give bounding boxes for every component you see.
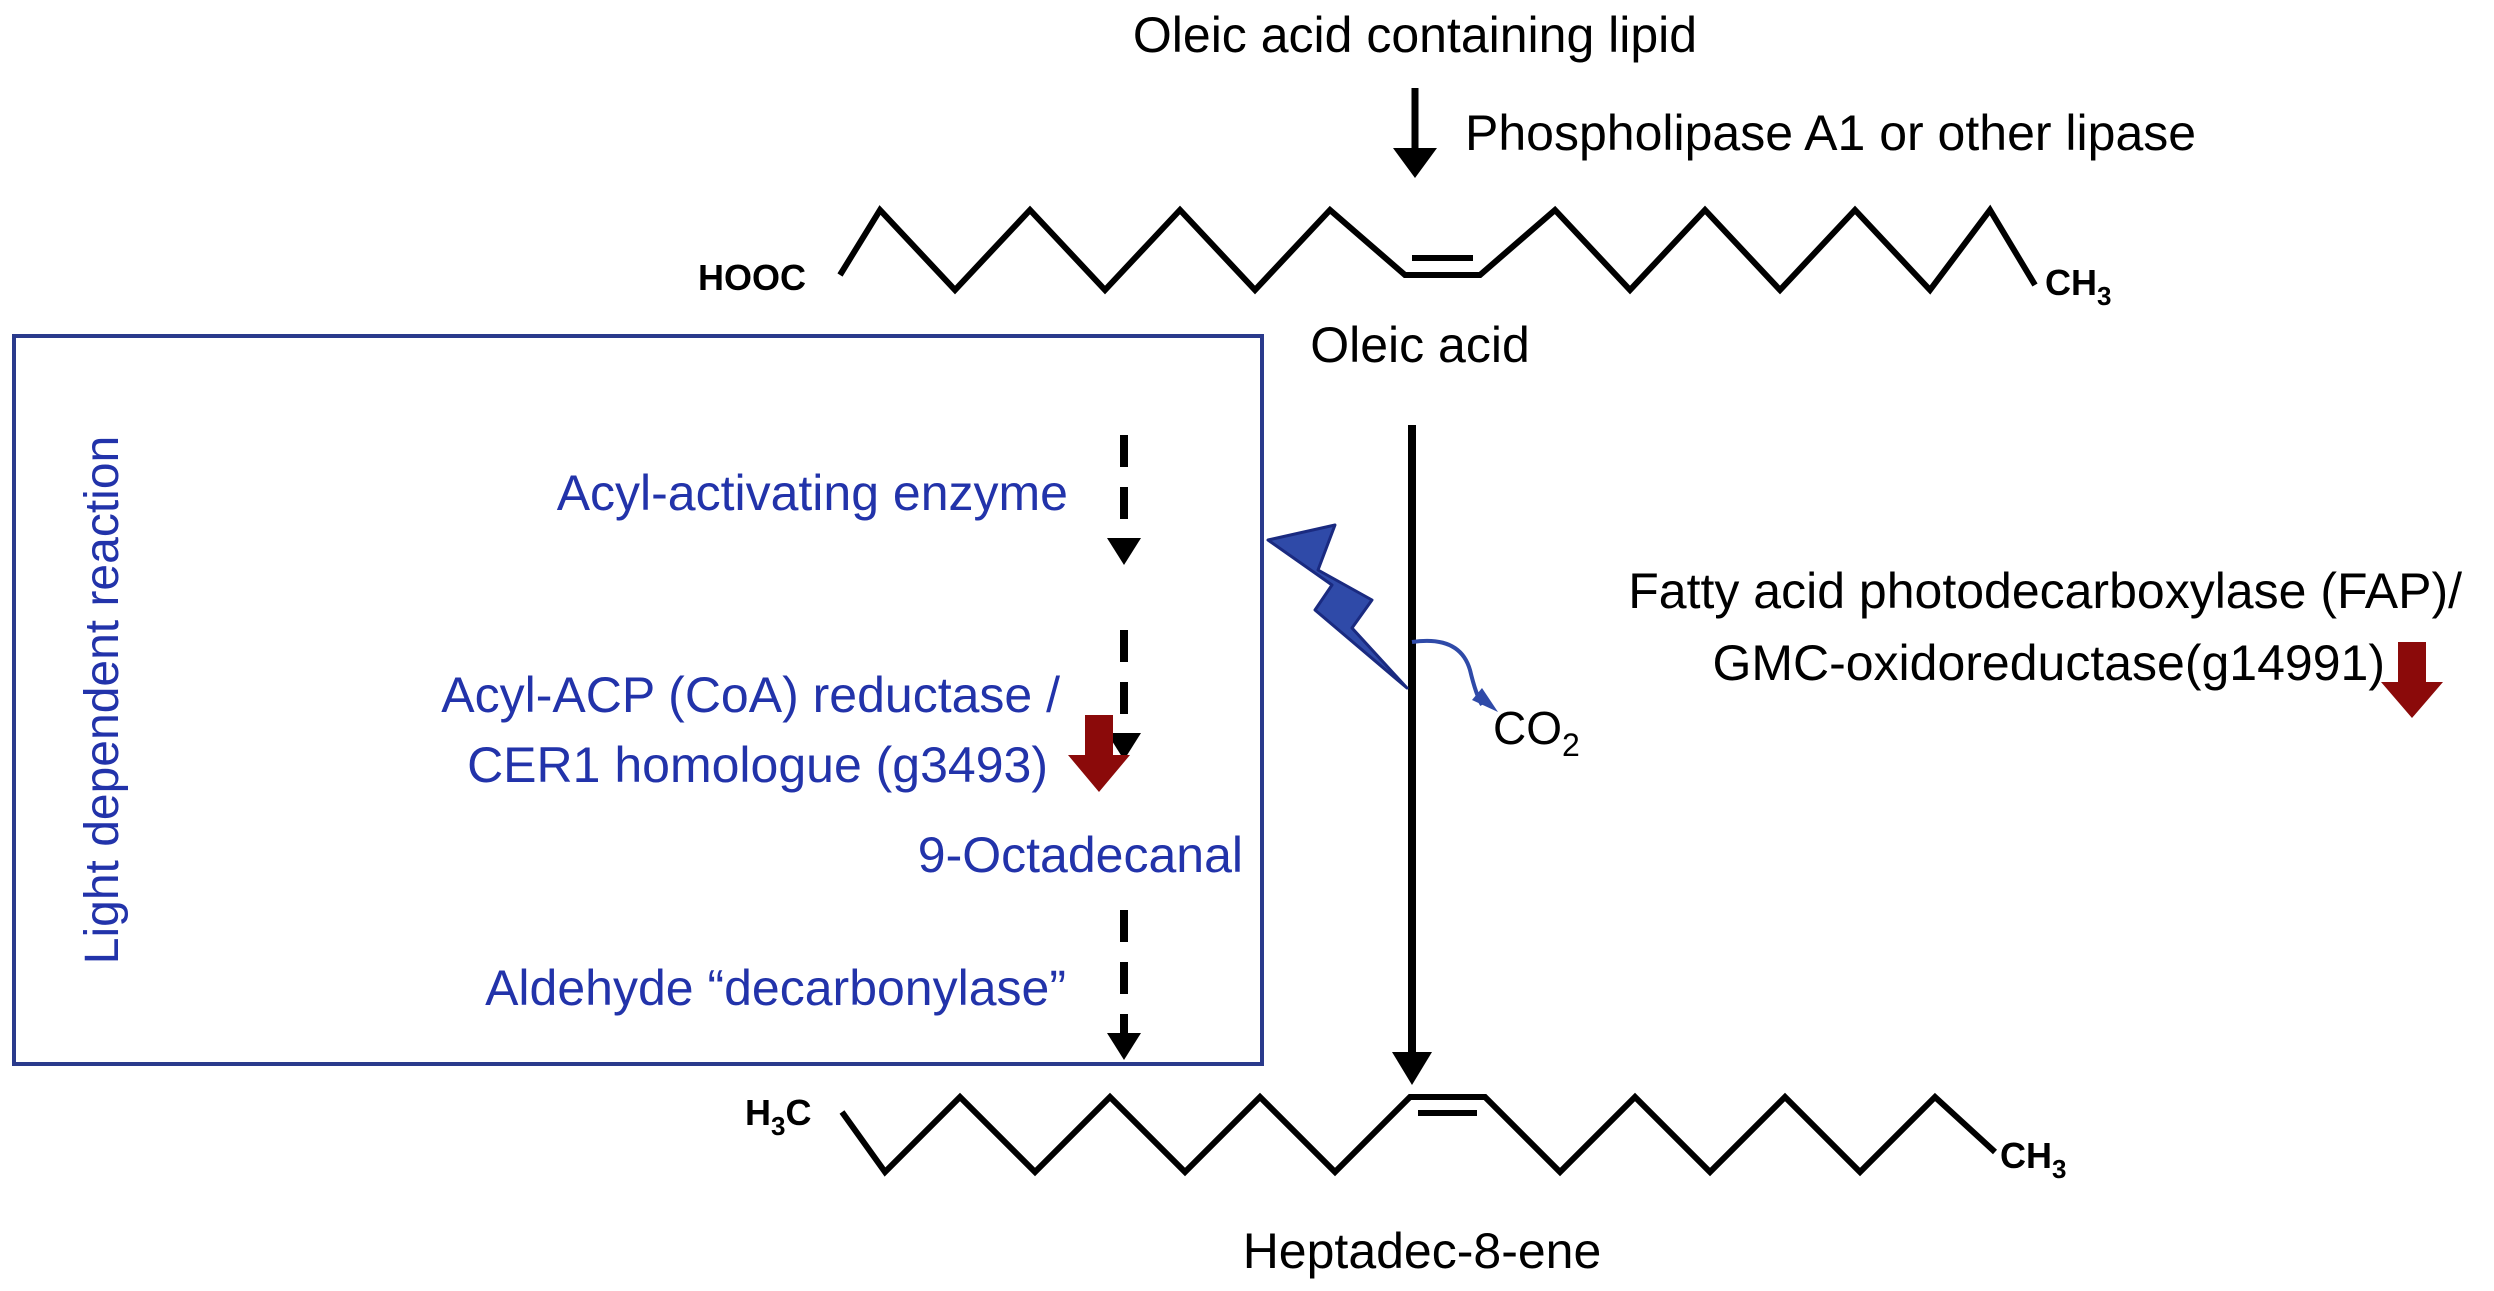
fap-label-line1: Fatty acid photodecarboxylase (FAP)/ (1628, 563, 2462, 619)
dashed-arrow-3 (1107, 910, 1141, 1060)
reductase-label-line1: Acyl-ACP (CoA) reductase / (441, 667, 1060, 723)
product-left-group: H3C (745, 1092, 811, 1141)
acyl-activating-enzyme-label: Acyl-activating enzyme (557, 465, 1068, 521)
decarbonylase-label: Aldehyde “decarbonylase” (485, 960, 1066, 1016)
light-dependent-label: Light dependent reaction (76, 436, 129, 964)
light-bolt-icon (1266, 523, 1409, 690)
oleic-acid-structure: HOOC CH3 (698, 204, 2111, 311)
product-right-group: CH3 (2000, 1135, 2066, 1184)
dashed-arrow-1 (1107, 435, 1141, 565)
oleic-acid-label: Oleic acid (1310, 317, 1530, 373)
oleic-left-group: HOOC (698, 257, 806, 298)
octadecanal-label: 9-Octadecanal (918, 827, 1243, 883)
title: Oleic acid containing lipid (1133, 7, 1697, 63)
reductase-label-line2: CER1 homologue (g3493) (467, 737, 1048, 793)
downregulated-arrow-g3493 (1068, 715, 1130, 792)
heptadecene-label: Heptadec-8-ene (1243, 1223, 1602, 1279)
dashed-arrow-2 (1107, 630, 1141, 760)
fap-label-line2: GMC-oxidoreductase(g14991) (1712, 635, 2385, 691)
co2-label: CO2 (1493, 702, 1580, 763)
co2-release-arrow (1411, 638, 1498, 712)
downregulated-arrow-g14991 (2381, 642, 2443, 718)
oleic-right-group: CH3 (2045, 262, 2111, 311)
lipase-label: Phospholipase A1 or other lipase (1465, 105, 2196, 161)
main-pathway-arrow (1392, 425, 1432, 1085)
light-dependent-box (12, 334, 1264, 1066)
heptadecene-structure: H3C CH3 (745, 1092, 2066, 1184)
lipase-arrow (1393, 88, 1437, 178)
